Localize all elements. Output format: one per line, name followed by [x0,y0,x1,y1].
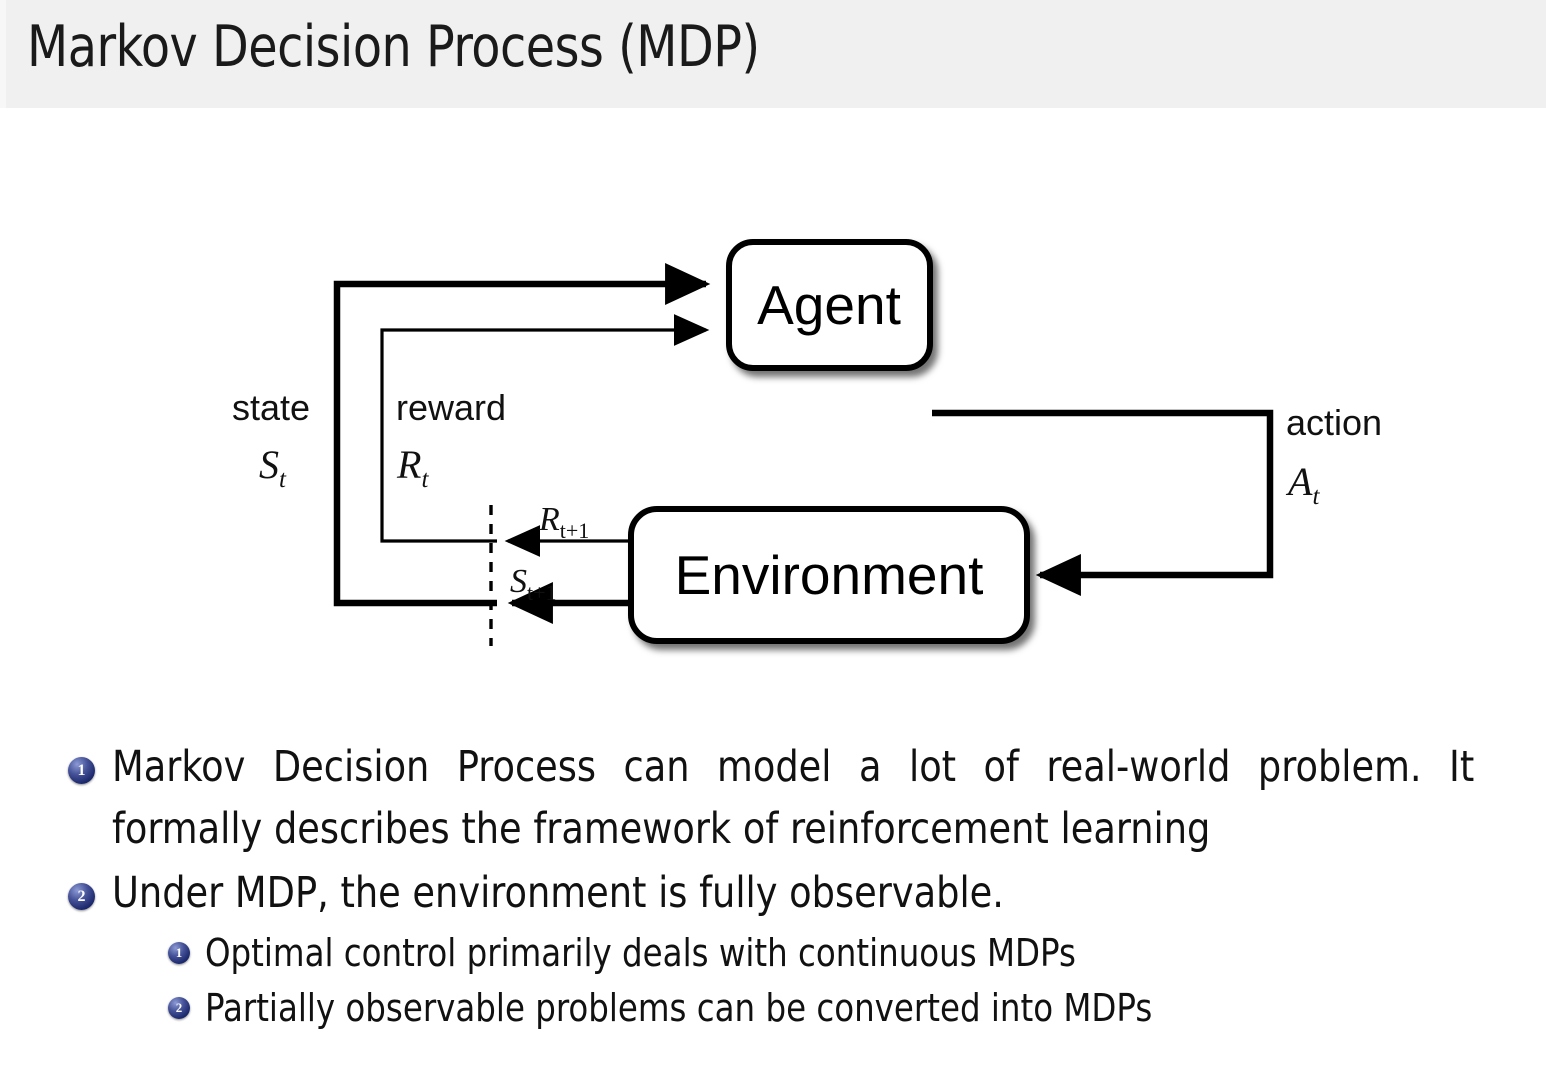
node-agent[interactable]: Agent [726,239,933,371]
edge-reward-to-agent [380,314,710,543]
sub-list-item: 2 Partially observable problems can be c… [0,981,1546,1036]
sub-list-item-text: Partially observable problems can be con… [205,986,1153,1030]
slide-bullet-list: 1 Markov Decision Process can model a lo… [0,736,1546,1036]
label-state-symbol: St [259,442,287,493]
bullet-marker-1: 1 [68,757,95,784]
edge-action-to-environment [932,409,1274,597]
list-item: 1 Markov Decision Process can model a lo… [0,736,1546,860]
mdp-loop-diagram: Agent Environment state St reward Rt act… [0,108,1546,718]
label-reward-word: reward [396,387,506,428]
edge-state-to-agent [333,262,711,607]
node-agent-label: Agent [757,274,901,336]
label-action-word: action [1286,402,1382,443]
label-action-symbol: At [1285,459,1320,510]
label-action: action At [1285,402,1382,510]
sub-list-item-text: Optimal control primarily deals with con… [205,931,1076,975]
sub-list-item: 1 Optimal control primarily deals with c… [0,926,1546,981]
slide-header-bar: Markov Decision Process (MDP) [0,0,1546,108]
list-item-text: Markov Decision Process can model a lot … [112,742,1475,854]
label-state: state St [232,387,310,493]
list-item-text: Under MDP, the environment is fully obse… [112,868,1004,918]
header-left-accent-strip [0,0,6,108]
label-state-word: state [232,387,310,428]
label-reward: reward Rt [396,387,506,493]
label-next-reward: Rt+1 [538,501,589,543]
label-reward-symbol: Rt [396,442,429,493]
node-environment-label: Environment [675,544,984,606]
sub-bullet-marker-2: 2 [168,997,190,1019]
bullet-marker-2: 2 [68,883,95,910]
list-item: 2 Under MDP, the environment is fully ob… [0,862,1546,924]
page-title: Markov Decision Process (MDP) [27,14,760,80]
label-next-state: St+1 [510,563,557,605]
sub-bullet-marker-1: 1 [168,942,190,964]
node-environment[interactable]: Environment [628,506,1030,644]
